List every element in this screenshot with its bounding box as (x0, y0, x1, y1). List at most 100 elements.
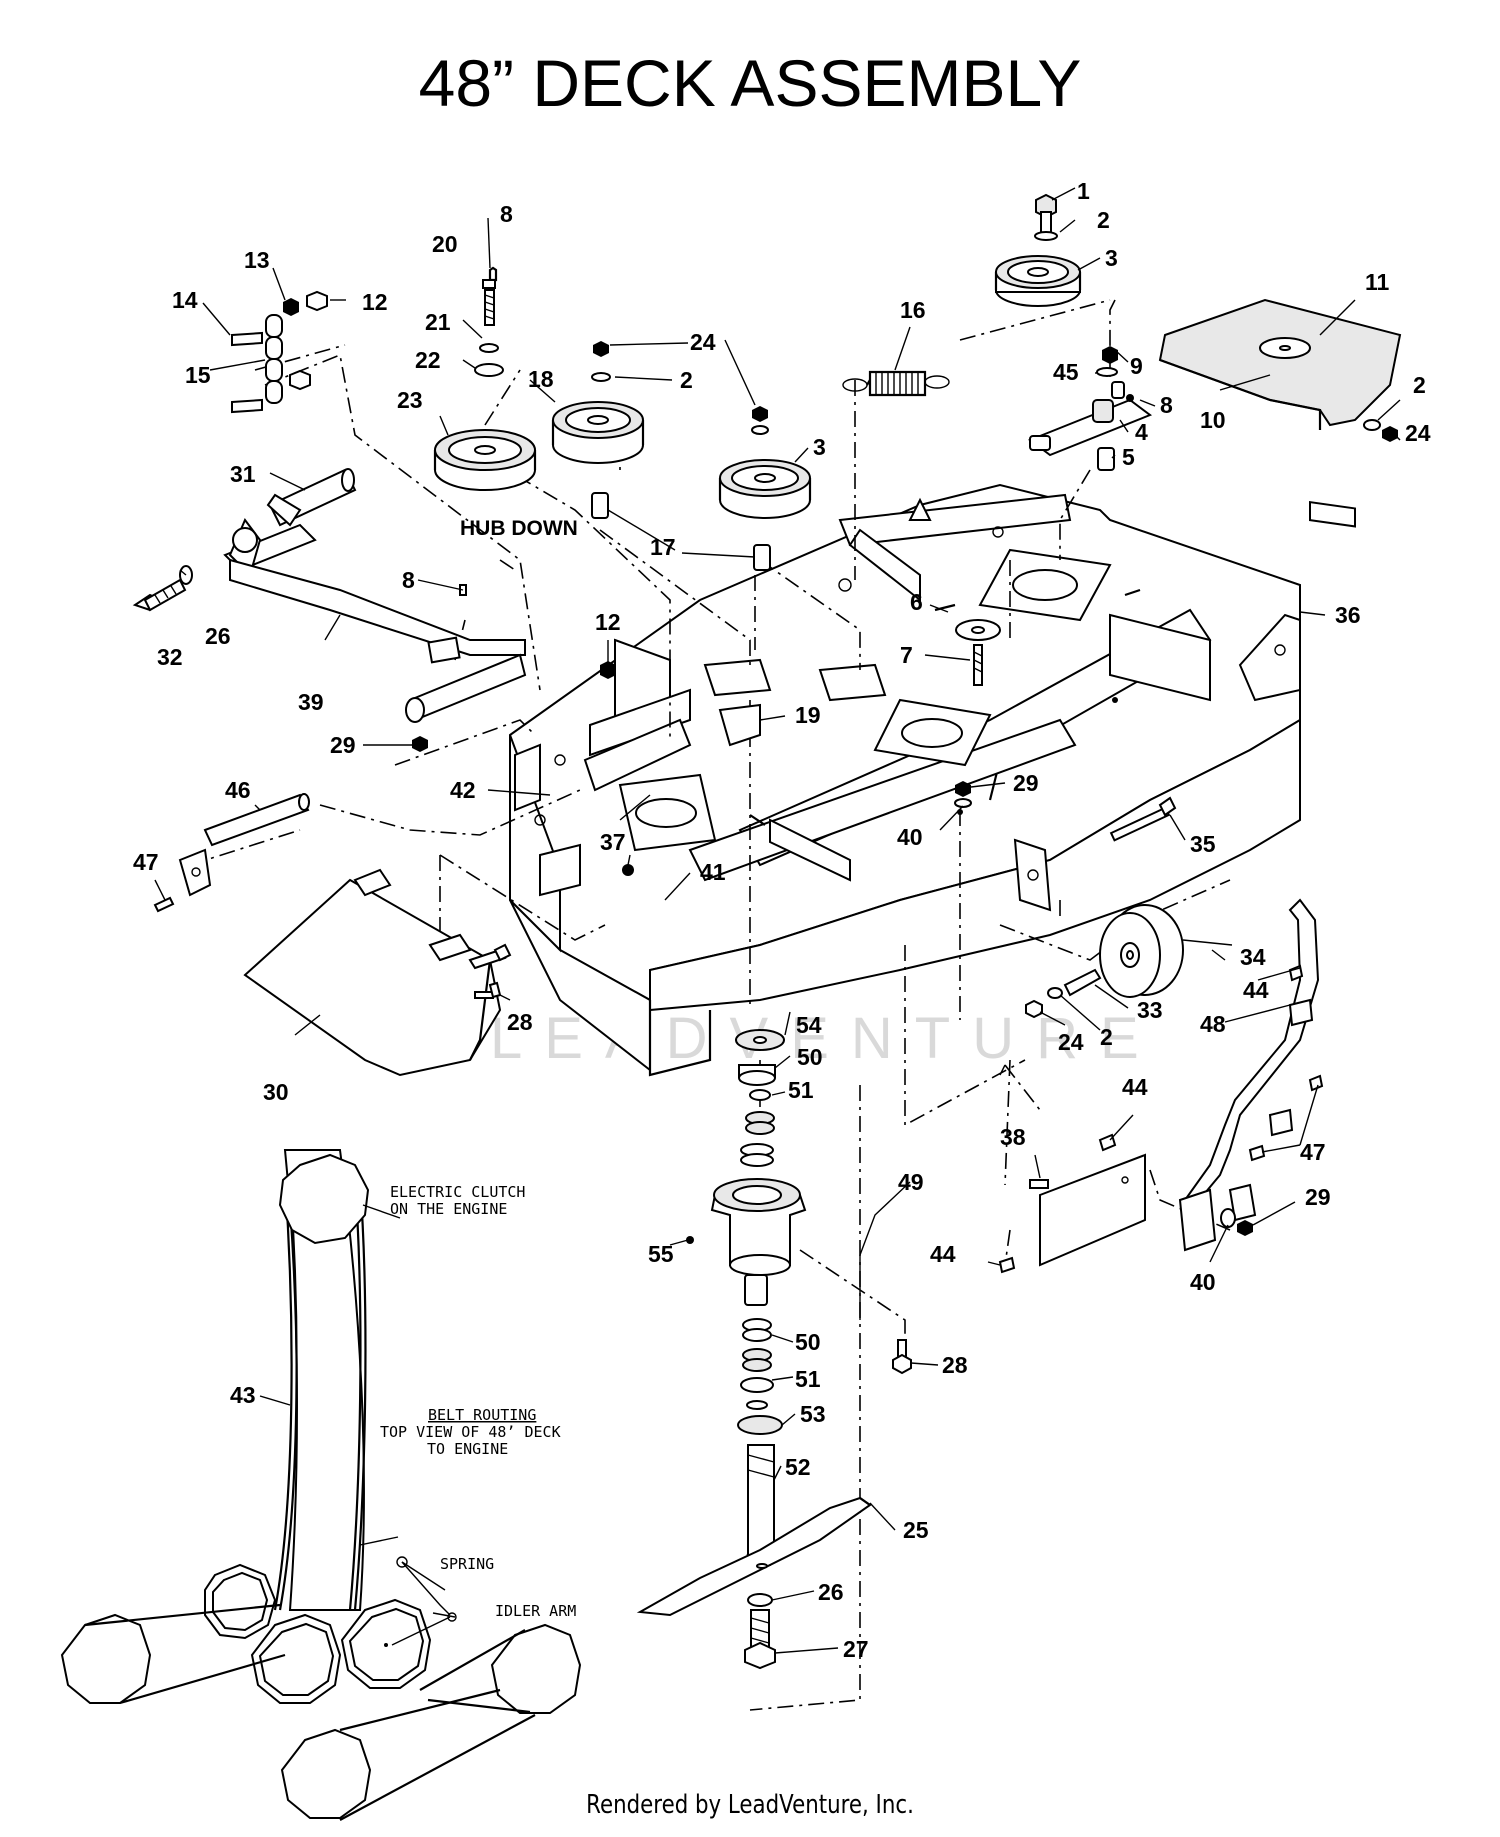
callout-50: 50 (795, 1329, 821, 1355)
callout-11: 11 (1365, 269, 1390, 295)
drive-pulley-part-23 (433, 266, 537, 491)
callout-8: 8 (1160, 392, 1173, 418)
bolt-part-32 (132, 565, 193, 612)
callout-18: 18 (528, 366, 554, 392)
callout-3: 3 (1105, 245, 1118, 271)
callout-16: 16 (900, 297, 926, 323)
idler-pulley-part-3-mid (718, 459, 812, 519)
plate-part-38 (1029, 1153, 1146, 1267)
callout-32: 32 (157, 644, 183, 670)
callout-1: 1 (1077, 178, 1090, 204)
belt-routing-label-1: BELT ROUTING (428, 1406, 536, 1424)
rod-part-46 (153, 793, 310, 913)
callout-53: 53 (800, 1401, 826, 1427)
fastener-part-55 (686, 1236, 694, 1244)
bolt-part-35 (1109, 796, 1177, 842)
washer-part-2-mid2 (751, 425, 769, 435)
screw-part-47-b (1308, 1074, 1324, 1092)
screw-part-44-b (998, 1256, 1016, 1274)
bracket-part-19 (718, 703, 761, 747)
callout-41: 41 (700, 859, 726, 885)
callout-17: 17 (650, 534, 676, 560)
belt-routing-label-2: TOP VIEW OF 48’ DECK (380, 1423, 561, 1441)
callout-29: 29 (1013, 770, 1039, 796)
callout-35: 35 (1190, 831, 1216, 857)
idler-arm-label: IDLER ARM (495, 1602, 576, 1620)
nut-part-24-cover (1382, 426, 1398, 442)
callout-51: 51 (788, 1077, 814, 1103)
callout-24: 24 (1058, 1029, 1084, 1055)
callout-2: 2 (1413, 372, 1426, 398)
callout-28: 28 (942, 1352, 968, 1378)
washer-part-2-top (1034, 231, 1058, 241)
nut-part-12 (600, 661, 616, 679)
callout-3: 3 (813, 434, 826, 460)
callout-47: 47 (133, 849, 159, 875)
electric-clutch-label-2: ON THE ENGINE (390, 1200, 507, 1218)
callout-14: 14 (172, 287, 198, 313)
caster-pivot-part-6 (934, 603, 1001, 686)
callout-12: 12 (362, 289, 388, 315)
blade-bolt-part-27 (744, 1593, 776, 1670)
callout-27: 27 (843, 1636, 869, 1662)
washer-part-40-a (954, 798, 972, 808)
belt-cover-part-11 (1158, 298, 1402, 528)
callout-37: 37 (600, 829, 626, 855)
fastener-part-37 (622, 864, 634, 876)
callout-12: 12 (595, 609, 621, 635)
callout-38: 38 (1000, 1124, 1026, 1150)
callout-leader-lines (154, 187, 1401, 1654)
callout-15: 15 (185, 362, 211, 388)
callout-7: 7 (900, 642, 913, 668)
washer-part-2-mid (591, 372, 611, 382)
callout-31: 31 (230, 461, 256, 487)
spring-part-16 (842, 370, 950, 397)
nut-part-24-top (593, 341, 609, 357)
callout-45: 45 (1053, 359, 1079, 385)
nut-part-29-c (1237, 1220, 1253, 1236)
spacer-part-17-a (591, 492, 609, 519)
callout-40: 40 (897, 824, 923, 850)
callout-6: 6 (910, 589, 923, 615)
callout-29: 29 (1305, 1184, 1331, 1210)
discharge-chute-part-30 (243, 868, 512, 1077)
callout-22: 22 (415, 347, 441, 373)
lift-arm-part-39 (223, 468, 527, 723)
callout-2: 2 (680, 367, 693, 393)
callout-42: 42 (450, 777, 476, 803)
callout-52: 52 (785, 1454, 811, 1480)
bolt-part-1 (1035, 193, 1057, 235)
hub-down-label: HUB DOWN (460, 517, 578, 540)
callout-5: 5 (1122, 444, 1135, 470)
callout-28: 28 (507, 1009, 533, 1035)
callout-48: 48 (1200, 1011, 1226, 1037)
footer-credit: Rendered by LeadVenture, Inc. (586, 1790, 914, 1820)
idler-arm-part-4 (1027, 346, 1153, 471)
bolt-part-28-upper (474, 981, 502, 999)
callout-20: 20 (432, 231, 458, 257)
callout-30: 30 (263, 1079, 289, 1105)
callout-44: 44 (1122, 1074, 1148, 1100)
caster-wheel-part-34 (1099, 904, 1184, 998)
belt-routing-diagram (60, 1149, 582, 1821)
callout-26: 26 (818, 1579, 844, 1605)
callout-9: 9 (1130, 353, 1143, 379)
callout-46: 46 (225, 777, 251, 803)
bolt-part-28-lower (892, 1339, 912, 1375)
callout-23: 23 (397, 387, 423, 413)
deck-housing (509, 483, 1301, 1077)
callout-21: 21 (425, 309, 451, 335)
nut-part-24-mid (752, 406, 768, 422)
callout-54: 54 (796, 1012, 822, 1038)
axle-part-33 (1025, 968, 1102, 1019)
callout-44: 44 (1243, 977, 1269, 1003)
callout-55: 55 (648, 1241, 674, 1267)
callout-33: 33 (1137, 997, 1163, 1023)
callout-13: 13 (244, 247, 270, 273)
callout-36: 36 (1335, 602, 1361, 628)
callout-8: 8 (500, 201, 513, 227)
callout-numbers: 1 2 3 11 2 24 10 9 45 8 4 5 16 24 2 3 18… (133, 178, 1431, 1662)
callout-25: 25 (903, 1517, 929, 1543)
belt-guard-part-48 (1178, 898, 1320, 1252)
